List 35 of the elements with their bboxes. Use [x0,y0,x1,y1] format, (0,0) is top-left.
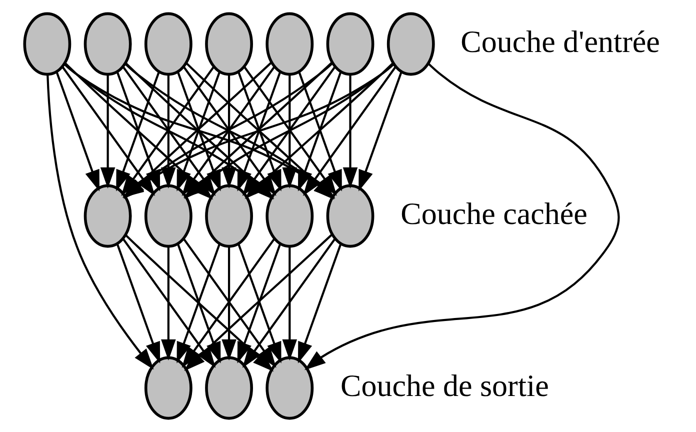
arrow [358,72,402,192]
arrow [221,246,236,360]
arrow [116,243,160,364]
node-circle [144,12,192,76]
arrow [297,243,342,364]
arrow [184,234,332,371]
node-circle [265,356,314,420]
arrow [55,72,99,192]
arrow [46,74,154,370]
node-circle [265,184,314,248]
node-circle [265,12,314,76]
arrow [176,243,220,364]
node-circle [204,184,252,248]
node-circle [204,12,252,76]
arrow [282,246,297,360]
node-circle [204,356,252,420]
arrow [100,74,115,189]
arrow [124,234,274,372]
node-circle [386,12,434,76]
label: Couche d'entrée [460,24,660,59]
node-circle [22,12,71,76]
node-circle [144,184,192,248]
node-circle [144,356,192,420]
label: Couche de sortie [340,368,548,403]
node-circle [326,12,374,76]
arrow [160,246,176,360]
node-circle [83,184,132,248]
arrow [282,74,297,189]
arrow [342,74,358,189]
node-circle [326,184,374,248]
arrow [302,66,396,196]
label: Couche cachée [400,196,587,231]
arrow [221,74,236,189]
arrow [304,62,620,370]
node-circle [83,12,132,76]
